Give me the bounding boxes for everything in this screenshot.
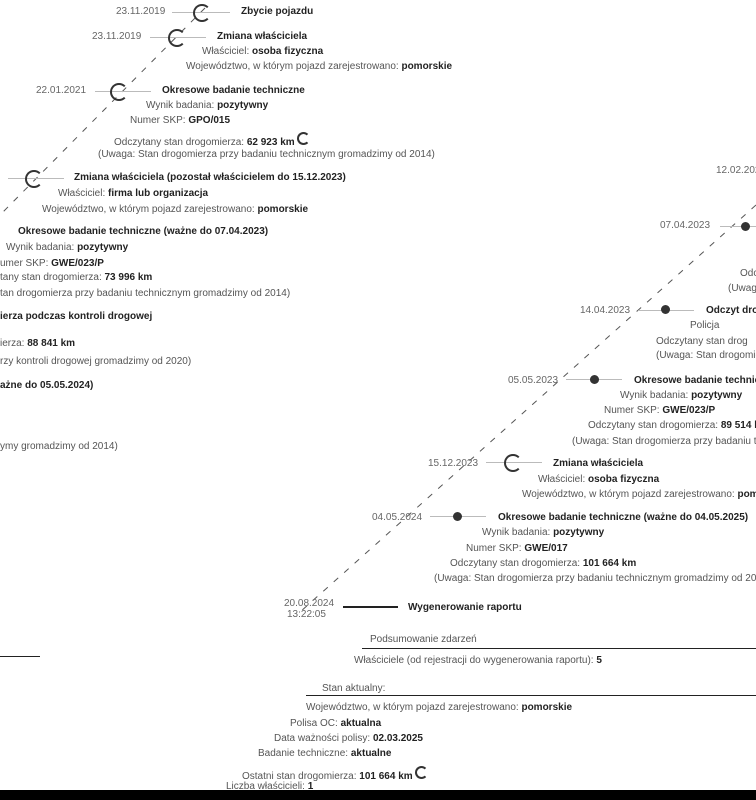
- event-title: Okresowe badanie techniczne (ważne do 07…: [18, 226, 269, 237]
- timeline-axis-right: [299, 204, 756, 613]
- skp-line: Numer SKP: GWE/017: [466, 543, 568, 554]
- note: (Uwaga: Stan drogomierza przy badaniu te…: [98, 149, 435, 160]
- event-date: 23.11.2019: [116, 6, 166, 17]
- skp-line: umer SKP: GWE/023/P: [0, 258, 104, 269]
- owner-line: Właściciel: firma lub organizacja: [58, 188, 209, 199]
- odometer-icon: [297, 132, 311, 145]
- event-title: Zmiana właściciela: [553, 458, 644, 469]
- current-oc-date: Data ważności polisy: 02.03.2025: [274, 733, 423, 744]
- odometer-line: Odczytany stan drog: [656, 336, 748, 347]
- current-odometer: Ostatni stan drogomierza: 101 664 km: [242, 766, 429, 783]
- event-dot: [661, 305, 670, 314]
- result-line: Wynik badania: pozytywny: [146, 100, 269, 111]
- odometer-line: Odczytany stan drogomierza: 89 514 km: [588, 420, 756, 431]
- report-marker: [343, 606, 398, 608]
- event-date: 04.05.2024: [372, 512, 423, 523]
- region-line: Województwo, w którym pojazd zarejestrow…: [42, 204, 309, 215]
- region-line: Województwo, w którym pojazd zarejestrow…: [186, 61, 453, 72]
- inspection-icon: [110, 83, 128, 101]
- odometer-line: Odc: [740, 268, 756, 279]
- odometer-line: tany stan drogomierza: 73 996 km: [0, 272, 153, 283]
- event-title: Wygenerowanie raportu: [408, 602, 522, 613]
- event-date: 23.11.2019: [92, 31, 142, 42]
- divider: [306, 695, 756, 696]
- odometer-line: ierza: 88 841 km: [0, 338, 76, 349]
- event-connector: [720, 226, 756, 227]
- event-title: Zmiana właściciela (pozostał właściciele…: [74, 172, 346, 183]
- odometer-line: Odczytany stan drogomierza: 62 923 km: [114, 132, 311, 149]
- event-title: Odczyt drogo: [706, 305, 756, 316]
- current-region: Województwo, w którym pojazd zarejestrow…: [306, 702, 573, 713]
- note: (Uwaga: Stan drogomierza przy badaniu te…: [572, 436, 756, 447]
- event-title: ierza podczas kontroli drogowej: [0, 311, 153, 322]
- event-dot: [453, 512, 462, 521]
- owner-line: Właściciel: osoba fizyczna: [202, 46, 324, 57]
- event-date: 07.04.2023: [660, 220, 711, 231]
- event-dot: [741, 222, 750, 231]
- result-line: Wynik badania: pozytywny: [482, 527, 605, 538]
- note: tan drogomierza przy badaniu technicznym…: [0, 288, 291, 299]
- skp-line: Numer SKP: GPO/015: [130, 115, 231, 126]
- report-time: 13:22:05: [287, 609, 326, 620]
- current-oc: Polisa OC: aktualna: [290, 718, 382, 729]
- event-dot: [590, 375, 599, 384]
- bottom-bar: [0, 790, 756, 800]
- event-date: 05.05.2023: [508, 375, 559, 386]
- note: rzy kontroli drogowej gromadzimy od 2020…: [0, 356, 192, 367]
- odometer-icon: [415, 766, 429, 779]
- event-title: ażne do 05.05.2024): [0, 380, 94, 391]
- result-line: Wynik badania: pozytywny: [6, 242, 129, 253]
- event-date: 15.12.2023: [428, 458, 479, 469]
- note: (Uwaga: Stan drogomierza przy badaniu te…: [434, 573, 756, 584]
- event-title: Okresowe badanie techniczne (ważne do 04…: [498, 512, 749, 523]
- owner-change-icon: [25, 170, 43, 188]
- current-title: Stan aktualny:: [322, 683, 386, 694]
- note: (Uwaga: Stan drogomierza: [656, 350, 756, 361]
- event-title: Okresowe badanie techniczne: [634, 375, 756, 386]
- current-inspection: Badanie techniczne: aktualne: [258, 748, 392, 759]
- event-title: Okresowe badanie techniczne: [162, 85, 305, 96]
- event-title: Zmiana właściciela: [217, 31, 308, 42]
- event-title: Zbycie pojazdu: [241, 6, 314, 17]
- note: ymy gromadzimy od 2014): [0, 441, 118, 452]
- summary-title: Podsumowanie zdarzeń: [370, 634, 477, 645]
- event-date: 12.02.202: [716, 165, 756, 176]
- event-date: 22.01.2021: [36, 85, 87, 96]
- divider: [362, 648, 756, 649]
- result-line: Wynik badania: pozytywny: [620, 390, 743, 401]
- owner-change-icon: [504, 454, 522, 472]
- region-line: Województwo, w którym pojazd zarejestrow…: [522, 489, 756, 500]
- owners-summary: Właściciele (od rejestracji do wygenerow…: [354, 655, 602, 666]
- report-date: 20.08.2024: [284, 598, 335, 609]
- owner-line: Właściciel: osoba fizyczna: [538, 474, 660, 485]
- owner-change-icon: [168, 29, 186, 47]
- skp-line: Numer SKP: GWE/023/P: [604, 405, 716, 416]
- odometer-line: Odczytany stan drogomierza: 101 664 km: [450, 558, 637, 569]
- event-date: 14.04.2023: [580, 305, 631, 316]
- ownership-transfer-icon: [193, 4, 211, 22]
- divider: [0, 656, 40, 657]
- current-owners-count: Liczba właścicieli: 1: [226, 781, 314, 792]
- note: (Uwag: [728, 283, 756, 294]
- source-line: Policja: [690, 320, 720, 331]
